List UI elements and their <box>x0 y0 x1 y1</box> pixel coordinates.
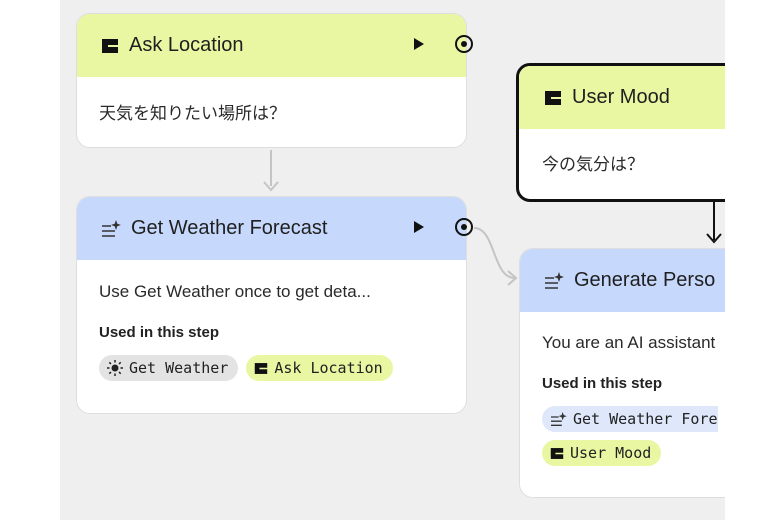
run-step-button[interactable] <box>413 220 425 234</box>
input-block-icon <box>550 447 564 460</box>
node-ask-location[interactable]: Ask Location 天気を知りたい場所は？ <box>76 13 467 148</box>
node-generate-personal[interactable]: Generate Perso You are an AI assistant U… <box>519 248 725 498</box>
node-user-mood[interactable]: User Mood 今の気分は？ <box>516 63 725 202</box>
connector-arrowhead <box>507 270 518 286</box>
chip-label: Get Weather Fore <box>573 410 718 428</box>
chip-get-weather[interactable]: Get Weather <box>99 355 239 381</box>
node-title: Generate Perso <box>574 269 716 291</box>
generate-icon <box>544 271 564 290</box>
node-title: Get Weather Forecast <box>131 217 328 239</box>
chip-label: Ask Location <box>274 359 383 377</box>
input-block-icon <box>101 38 119 54</box>
connector-forecast-to-generate <box>473 227 516 279</box>
output-port[interactable] <box>455 218 473 236</box>
dependency-chips: Get Weather Fore User Mood <box>542 406 725 466</box>
used-in-step-label: Used in this step <box>99 324 220 341</box>
node-title: Ask Location <box>129 34 244 56</box>
node-header[interactable]: User Mood <box>519 66 725 129</box>
node-prompt: 今の気分は？ <box>542 155 644 174</box>
run-step-button[interactable] <box>413 37 425 51</box>
input-block-icon <box>254 362 268 375</box>
connector-arrowhead <box>263 181 279 192</box>
chip-label: User Mood <box>570 444 652 462</box>
chip-user-mood[interactable]: User Mood <box>542 440 662 466</box>
node-title: User Mood <box>572 86 670 108</box>
node-prompt: Use Get Weather once to get deta... <box>99 282 371 301</box>
dependency-chips: Get Weather Ask Location <box>99 355 444 381</box>
node-get-weather-forecast[interactable]: Get Weather Forecast Use Get Weather onc… <box>76 196 467 414</box>
chip-get-weather-forecast[interactable]: Get Weather Fore <box>542 406 718 432</box>
generate-icon <box>550 411 567 427</box>
node-header[interactable]: Get Weather Forecast <box>77 197 466 260</box>
node-prompt: You are an AI assistant <box>542 333 716 352</box>
sun-icon <box>107 360 123 376</box>
node-header[interactable]: Ask Location <box>77 14 466 77</box>
chip-ask-location[interactable]: Ask Location <box>246 355 393 381</box>
play-icon <box>414 38 424 50</box>
connector-layer <box>263 150 722 286</box>
generate-icon <box>101 219 121 238</box>
chip-label: Get Weather <box>129 359 229 377</box>
used-in-step-label: Used in this step <box>542 375 663 392</box>
connector-arrowhead <box>706 233 722 244</box>
node-prompt: 天気を知りたい場所は？ <box>99 104 286 123</box>
output-port[interactable] <box>455 35 473 53</box>
input-block-icon <box>544 90 562 106</box>
play-icon <box>414 221 424 233</box>
node-header[interactable]: Generate Perso <box>520 249 725 312</box>
flow-canvas[interactable]: Ask Location 天気を知りたい場所は？ Get Weather For… <box>60 0 725 520</box>
